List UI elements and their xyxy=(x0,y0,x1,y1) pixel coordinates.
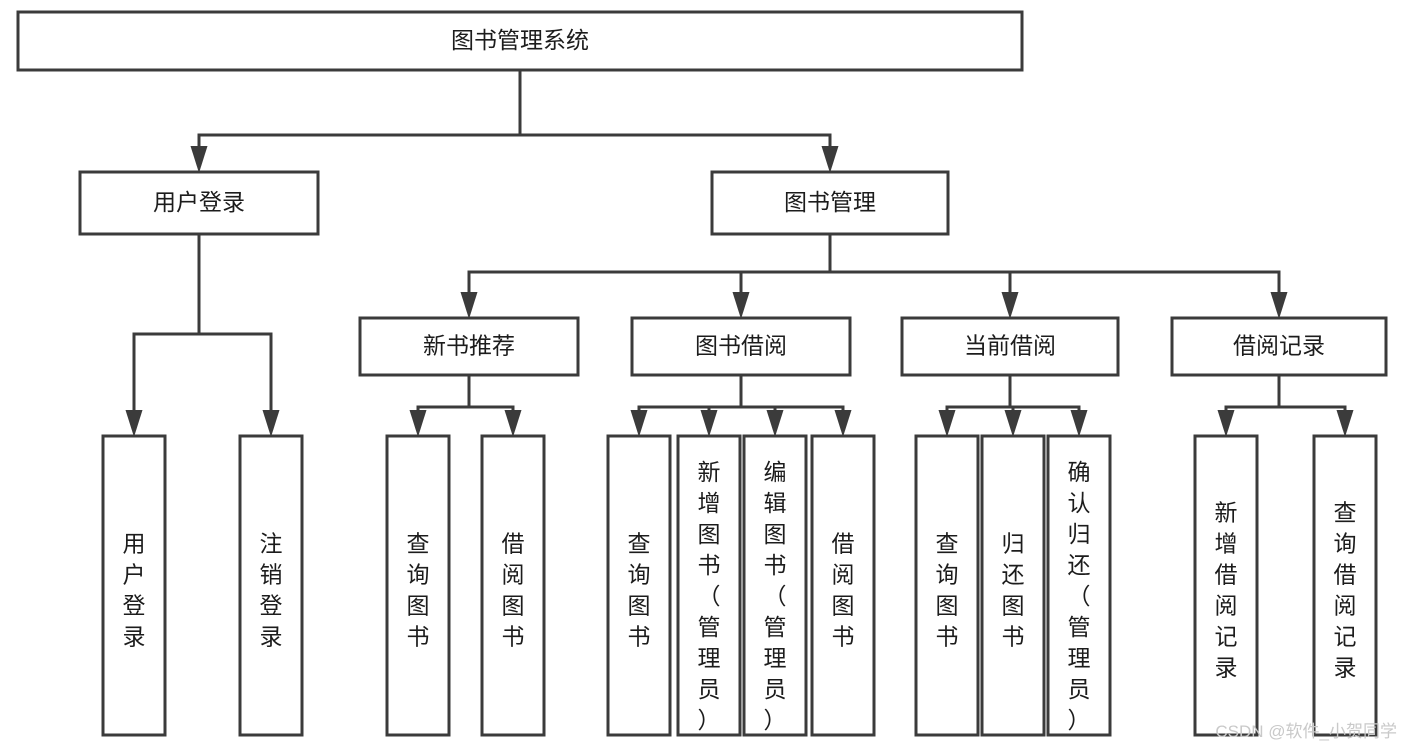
node-box-user-login[interactable] xyxy=(78,170,320,236)
node-user-login[interactable]: 用户登录 xyxy=(78,170,320,236)
node-leaf-borrow-book[interactable]: 借阅图书 xyxy=(810,434,876,737)
node-book-management[interactable]: 图书管理 xyxy=(710,170,950,236)
connector-group-root xyxy=(190,68,839,173)
arrow-head-new-book-recommend xyxy=(460,292,478,319)
node-box-book-borrow[interactable] xyxy=(630,316,852,377)
node-leaf-add-borrow-record[interactable]: 新增借阅记录 xyxy=(1193,434,1259,737)
arrow-head-leaf-edit-book-admin xyxy=(766,410,784,437)
node-box-leaf-borrow-book[interactable] xyxy=(810,434,876,737)
arrow-head-book-borrow xyxy=(732,292,750,319)
node-box-leaf-return-book[interactable] xyxy=(980,434,1046,737)
node-box-leaf-edit-book-admin[interactable] xyxy=(742,434,808,737)
node-box-borrow-record[interactable] xyxy=(1170,316,1388,377)
node-label-leaf-query-book-borrow: 查询图书 xyxy=(628,531,651,650)
node-box-leaf-borrow-book-newbook[interactable] xyxy=(480,434,546,737)
arrow-head-leaf-borrow-book xyxy=(834,410,852,437)
connector-layer xyxy=(125,68,1354,437)
node-label-leaf-borrow-book: 借阅图书 xyxy=(832,531,855,650)
arrow-head-leaf-query-book-current xyxy=(938,410,956,437)
node-box-book-management[interactable] xyxy=(710,170,950,236)
node-box-root[interactable] xyxy=(16,10,1024,72)
node-label-leaf-logout: 注销登录 xyxy=(260,531,283,650)
connector-group-book-borrow xyxy=(630,373,852,437)
arrow-head-leaf-query-book-newbook xyxy=(409,410,427,437)
node-box-leaf-confirm-return-admin[interactable] xyxy=(1046,434,1112,737)
node-label-leaf-confirm-return-admin: 确认归还（管理员） xyxy=(1068,459,1091,733)
node-label-leaf-query-book-current: 查询图书 xyxy=(936,531,959,650)
node-box-leaf-add-book-admin[interactable] xyxy=(676,434,742,737)
node-box-new-book-recommend[interactable] xyxy=(358,316,580,377)
connector-group-user-login xyxy=(125,232,280,437)
arrow-head-leaf-return-book xyxy=(1004,410,1022,437)
node-label-leaf-query-borrow-record: 查询借阅记录 xyxy=(1334,500,1357,681)
node-borrow-record[interactable]: 借阅记录 xyxy=(1170,316,1388,377)
node-box-leaf-query-book-current[interactable] xyxy=(914,434,980,737)
node-leaf-return-book[interactable]: 归还图书 xyxy=(980,434,1046,737)
arrow-head-leaf-user-login xyxy=(125,410,143,437)
node-label-leaf-return-book: 归还图书 xyxy=(1002,531,1025,650)
node-current-borrow[interactable]: 当前借阅 xyxy=(900,316,1120,377)
node-box-current-borrow[interactable] xyxy=(900,316,1120,377)
node-leaf-query-book-current[interactable]: 查询图书 xyxy=(914,434,980,737)
arrow-head-leaf-query-book-borrow xyxy=(630,410,648,437)
node-new-book-recommend[interactable]: 新书推荐 xyxy=(358,316,580,377)
connector-group-current-borrow xyxy=(938,373,1088,437)
node-leaf-query-book-newbook[interactable]: 查询图书 xyxy=(385,434,451,737)
node-label-user-login: 用户登录 xyxy=(153,189,245,215)
connector-group-borrow-record xyxy=(1217,373,1354,437)
node-leaf-query-book-borrow[interactable]: 查询图书 xyxy=(606,434,672,737)
arrow-head-book-management xyxy=(821,146,839,173)
arrow-head-current-borrow xyxy=(1001,292,1019,319)
node-label-leaf-user-login: 用户登录 xyxy=(123,531,146,650)
arrow-head-borrow-record xyxy=(1270,292,1288,319)
arrow-head-leaf-add-borrow-record xyxy=(1217,410,1235,437)
node-leaf-edit-book-admin[interactable]: 编辑图书（管理员） xyxy=(742,434,808,737)
node-label-borrow-record: 借阅记录 xyxy=(1233,333,1325,359)
node-leaf-user-login[interactable]: 用户登录 xyxy=(101,434,167,737)
connector-group-book-management xyxy=(460,232,1288,319)
node-label-leaf-add-book-admin: 新增图书（管理员） xyxy=(698,459,721,733)
node-box-leaf-query-book-newbook[interactable] xyxy=(385,434,451,737)
node-leaf-add-book-admin[interactable]: 新增图书（管理员） xyxy=(676,434,742,737)
node-label-leaf-query-book-newbook: 查询图书 xyxy=(407,531,430,650)
arrow-head-leaf-add-book-admin xyxy=(700,410,718,437)
node-label-current-borrow: 当前借阅 xyxy=(964,333,1056,359)
node-label-leaf-edit-book-admin: 编辑图书（管理员） xyxy=(764,459,787,733)
connector-group-new-book-recommend xyxy=(409,373,522,437)
node-leaf-borrow-book-newbook[interactable]: 借阅图书 xyxy=(480,434,546,737)
node-leaf-query-borrow-record[interactable]: 查询借阅记录 xyxy=(1312,434,1378,737)
arrow-head-user-login xyxy=(190,146,208,173)
node-box-leaf-logout[interactable] xyxy=(238,434,304,737)
node-box-leaf-query-book-borrow[interactable] xyxy=(606,434,672,737)
node-book-borrow[interactable]: 图书借阅 xyxy=(630,316,852,377)
node-box-leaf-add-borrow-record[interactable] xyxy=(1193,434,1259,737)
node-label-book-management: 图书管理 xyxy=(784,189,876,215)
arrow-head-leaf-query-borrow-record xyxy=(1336,410,1354,437)
node-label-book-borrow: 图书借阅 xyxy=(695,333,787,359)
node-box-leaf-query-borrow-record[interactable] xyxy=(1312,434,1378,737)
node-layer: 图书管理系统用户登录图书管理新书推荐图书借阅当前借阅借阅记录用户登录注销登录查询… xyxy=(16,10,1388,737)
node-label-new-book-recommend: 新书推荐 xyxy=(423,333,515,359)
node-label-leaf-add-borrow-record: 新增借阅记录 xyxy=(1215,500,1238,681)
node-root[interactable]: 图书管理系统 xyxy=(16,10,1024,72)
node-leaf-confirm-return-admin[interactable]: 确认归还（管理员） xyxy=(1046,434,1112,737)
node-box-leaf-user-login[interactable] xyxy=(101,434,167,737)
node-leaf-logout[interactable]: 注销登录 xyxy=(238,434,304,737)
arrow-head-leaf-confirm-return-admin xyxy=(1070,410,1088,437)
arrow-head-leaf-logout xyxy=(262,410,280,437)
arrow-head-leaf-borrow-book-newbook xyxy=(504,410,522,437)
node-label-root: 图书管理系统 xyxy=(451,27,589,53)
node-label-leaf-borrow-book-newbook: 借阅图书 xyxy=(502,531,525,650)
